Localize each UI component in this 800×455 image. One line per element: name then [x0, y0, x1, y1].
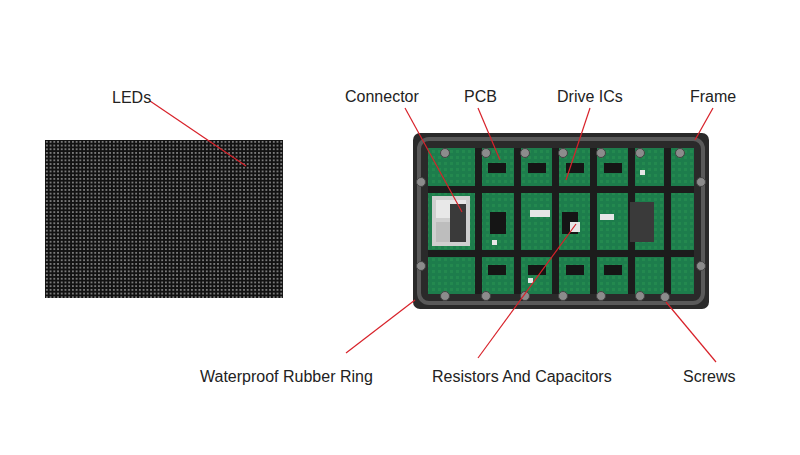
part-label: PCB: [464, 88, 497, 106]
pcb-board: [428, 148, 694, 294]
part-label: Drive ICs: [557, 88, 623, 106]
leader-lines: [150, 101, 716, 362]
part-label: Screws: [683, 368, 735, 386]
part-label: Waterproof Rubber Ring: [200, 368, 373, 386]
screws: [417, 149, 706, 302]
drive-ics: [488, 163, 622, 275]
part-label: Connector: [345, 88, 419, 106]
part-label: Resistors And Capacitors: [432, 368, 612, 386]
rubber-ring: [419, 139, 703, 303]
led-panel: [45, 140, 283, 298]
module-back: [413, 133, 709, 309]
small-components: [492, 170, 645, 283]
part-label: Frame: [690, 88, 736, 106]
part-label: LEDs: [112, 89, 151, 107]
connector-part: [432, 196, 654, 246]
frame-ribs: [428, 148, 694, 294]
